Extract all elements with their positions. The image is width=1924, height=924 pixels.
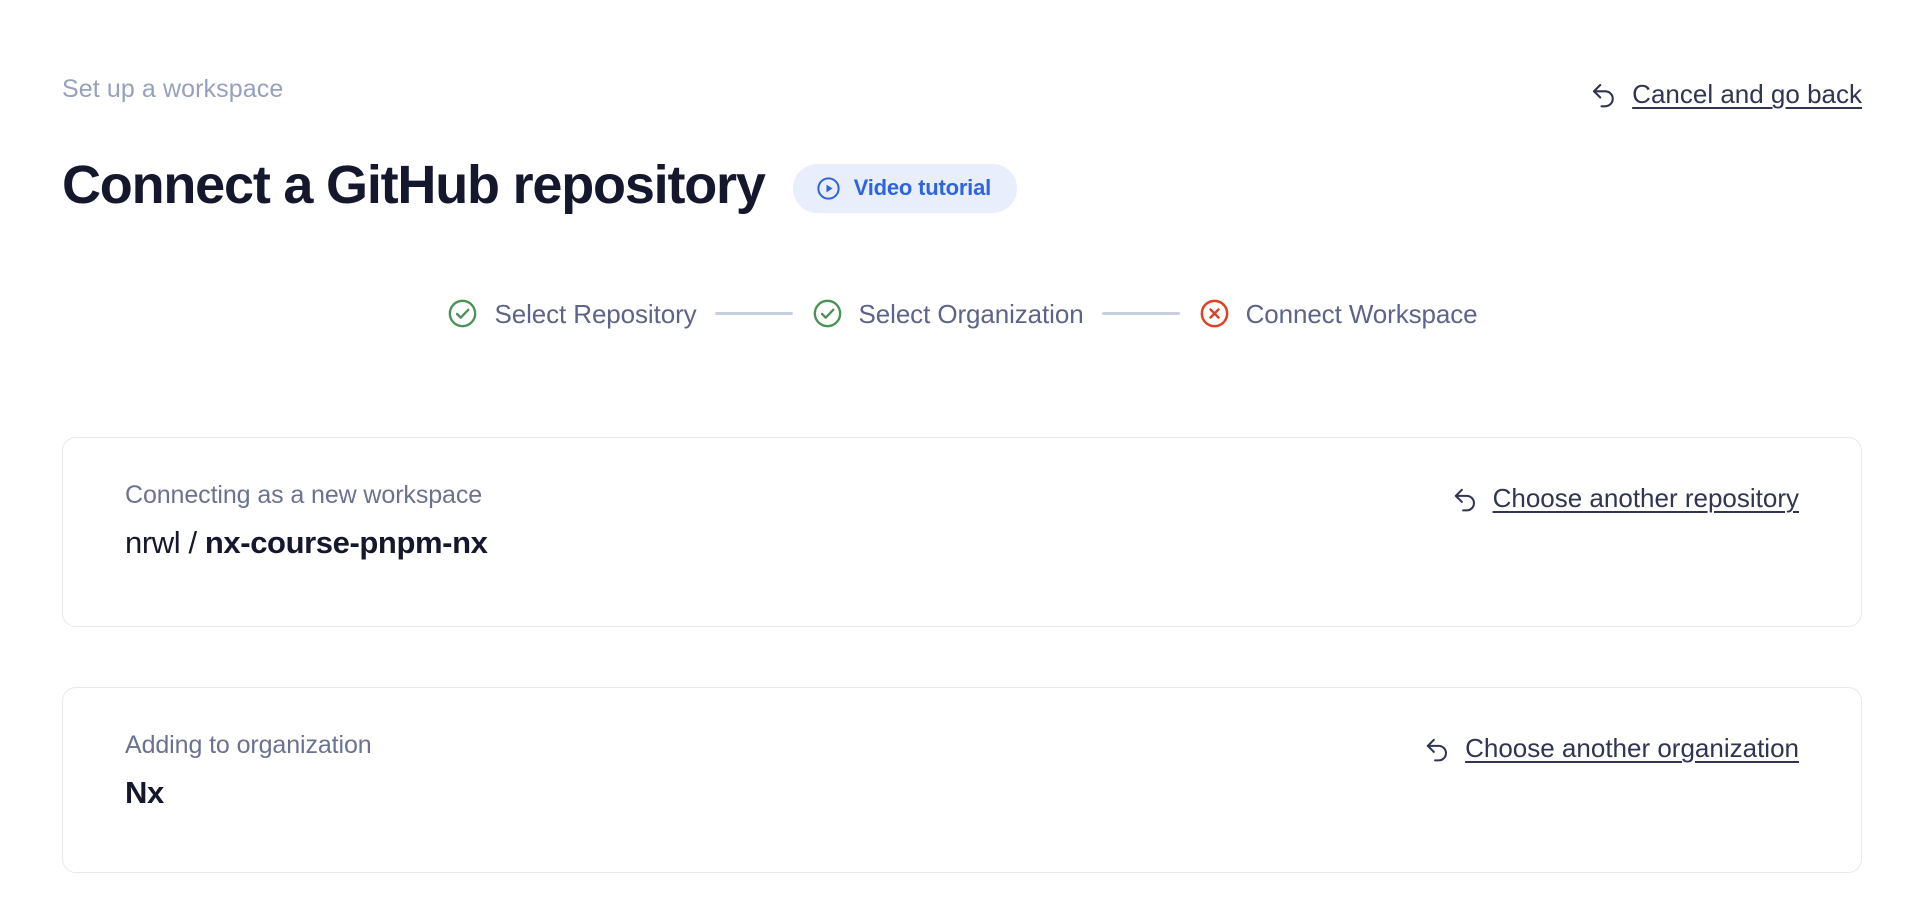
cancel-and-go-back-label: Cancel and go back [1632, 79, 1862, 109]
repository-owner: nrwl / [125, 525, 205, 560]
video-tutorial-label: Video tutorial [853, 175, 992, 201]
stepper-label-connect-workspace: Connect Workspace [1245, 298, 1478, 329]
cancel-and-go-back-link[interactable]: Cancel and go back [1589, 78, 1862, 110]
repository-card: Connecting as a new workspace nrwl / nx-… [62, 437, 1862, 627]
page-title: Connect a GitHub repository [62, 155, 766, 216]
stepper-step-select-organization[interactable]: Select Organization [811, 297, 1084, 330]
page-header: Set up a workspace Connect a GitHub repo… [62, 74, 1862, 252]
repository-name: nx-course-pnpm-nx [204, 525, 488, 560]
progress-stepper: Select Repository Select Organization Co… [0, 297, 1924, 330]
stepper-label-select-repository: Select Repository [494, 298, 697, 329]
choose-another-organization-link[interactable]: Choose another organization [1423, 732, 1799, 764]
check-circle-icon [811, 297, 844, 330]
video-tutorial-button[interactable]: Video tutorial [792, 163, 1018, 213]
organization-card-inner: Adding to organization Nx Choose another… [63, 688, 1861, 812]
breadcrumb: Set up a workspace [62, 75, 284, 103]
title-row: Connect a GitHub repository Video tutori… [62, 118, 1862, 252]
stepper-label-select-organization: Select Organization [858, 298, 1084, 329]
organization-card-caption: Adding to organization [125, 731, 372, 759]
choose-another-repository-link[interactable]: Choose another repository [1451, 482, 1799, 514]
stepper-connector-2 [1101, 312, 1180, 315]
x-circle-icon [1198, 297, 1231, 330]
check-circle-icon [446, 297, 479, 330]
organization-card-text: Adding to organization Nx [125, 730, 372, 812]
arrow-uturn-left-icon [1589, 80, 1619, 110]
stepper-step-select-repository[interactable]: Select Repository [446, 297, 697, 330]
stepper-connector-1 [714, 312, 793, 315]
repository-card-caption: Connecting as a new workspace [125, 481, 483, 509]
stepper-step-connect-workspace[interactable]: Connect Workspace [1198, 297, 1478, 330]
choose-another-organization-label: Choose another organization [1465, 733, 1799, 763]
repository-card-value: nrwl / nx-course-pnpm-nx [125, 524, 488, 562]
arrow-uturn-left-icon [1423, 735, 1452, 764]
play-circle-icon [815, 175, 842, 202]
repository-card-text: Connecting as a new workspace nrwl / nx-… [125, 480, 488, 562]
organization-name: Nx [125, 775, 164, 810]
organization-card: Adding to organization Nx Choose another… [62, 687, 1862, 873]
repository-card-inner: Connecting as a new workspace nrwl / nx-… [63, 438, 1861, 562]
choose-another-repository-label: Choose another repository [1492, 483, 1799, 513]
arrow-uturn-left-icon [1451, 485, 1480, 514]
